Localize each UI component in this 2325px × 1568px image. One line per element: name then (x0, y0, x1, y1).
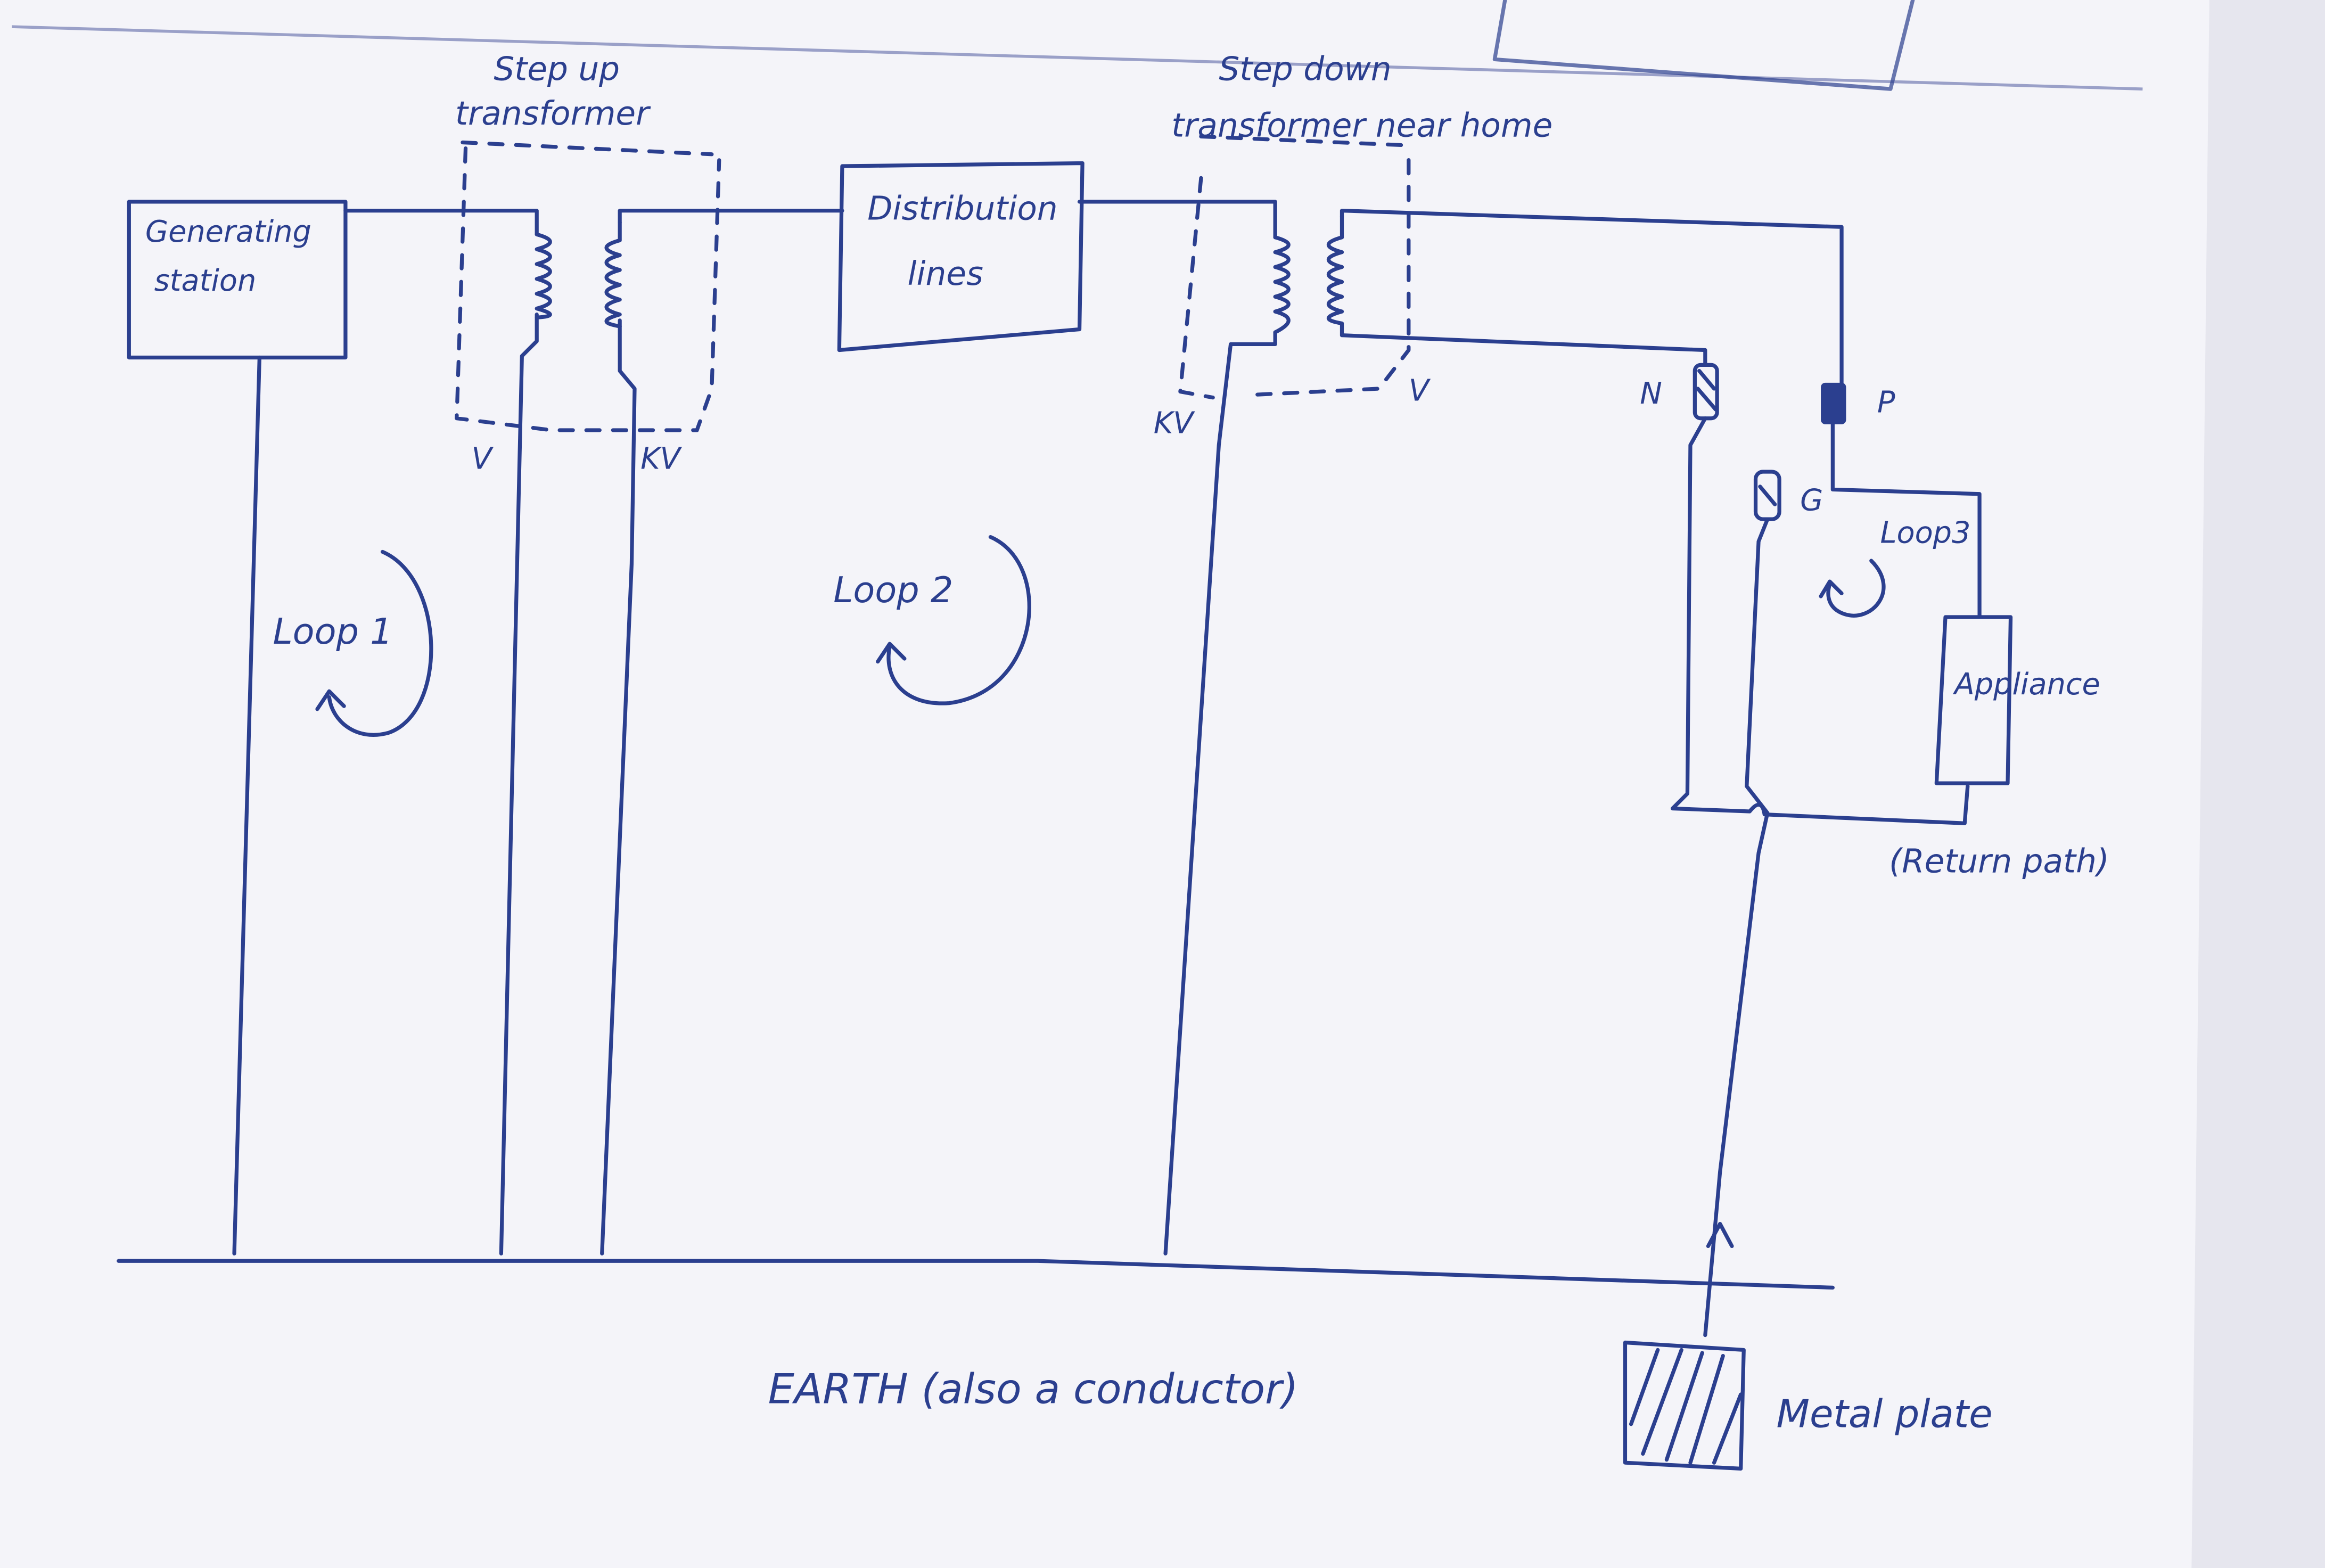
loop-2-arrow (886, 535, 1031, 705)
step-down-primary-coil (1273, 235, 1291, 334)
appliance: Appliance (Return path) (1889, 615, 2109, 880)
wire-distribution-to-stepdown (1077, 200, 1277, 240)
loop-2-label: Loop 2 (833, 569, 953, 611)
wire-stepup-to-distribution (618, 209, 844, 225)
loop-2-arrowhead (876, 642, 907, 664)
ground-terminal (1753, 470, 1781, 521)
return-path-wire (1670, 416, 1970, 825)
step-up-label-1: Step up (494, 50, 620, 88)
wire-stepdown-primary-to-earth (1163, 330, 1277, 1255)
step-down-transformer: Step down transformer near home KV V (1154, 50, 1552, 440)
metal-plate-hatch (1629, 1348, 1743, 1465)
loop-3-label: Loop3 (1880, 516, 1970, 551)
earth-line (117, 1259, 1835, 1290)
phase-to-appliance-wire (1830, 422, 1982, 618)
appliance-label: Appliance (1953, 667, 2100, 702)
wire-stepup-secondary-to-earth (600, 318, 637, 1255)
loop-3-arrowhead (1819, 579, 1844, 598)
ground-wire (1703, 517, 1770, 1337)
step-up-secondary-coil (604, 220, 622, 329)
step-down-primary-voltage: KV (1154, 406, 1196, 441)
neutral-label: N (1640, 376, 1662, 411)
generating-station-box (127, 200, 348, 360)
step-up-label-2: transformer (455, 95, 651, 133)
loop-1-label: Loop 1 (273, 611, 392, 652)
step-up-primary-voltage: V (472, 441, 494, 476)
page-rule-line (12, 25, 2143, 91)
neutral-terminal-hatch (1696, 368, 1718, 412)
distribution-lines: Distribution lines (837, 161, 1085, 352)
step-up-transformer: Step up transformer V KV (455, 50, 721, 476)
notebook-page (0, 0, 2209, 1568)
generating-station-label-1: Generating (145, 215, 311, 249)
earth-label: EARTH (also a conductor) (768, 1366, 1299, 1414)
generating-station: Generating station (127, 200, 348, 360)
loop-2-wiring (600, 200, 1277, 1255)
generating-station-label-2: station (154, 264, 257, 298)
loop-1-arrow (327, 549, 433, 737)
step-up-dashed-outline (455, 140, 721, 432)
neutral-wire (1340, 333, 1707, 367)
metal-plate: Metal plate (1623, 1340, 1993, 1471)
loop-1-arrowhead (315, 689, 346, 711)
step-up-primary-coil (535, 232, 552, 319)
return-path-label: (Return path) (1889, 842, 2109, 880)
distribution-lines-label-1: Distribution (867, 190, 1057, 227)
step-down-secondary-coil (1327, 215, 1344, 338)
phase-wire (1340, 209, 1844, 385)
phase-terminal (1821, 382, 1846, 424)
step-down-dashed-outline (1178, 134, 1411, 400)
loop-annotations: Loop 1 Loop 2 Loop3 (273, 516, 1970, 737)
appliance-box (1934, 615, 2013, 785)
step-down-label-2: transformer near home (1171, 106, 1552, 144)
step-down-secondary-voltage: V (1409, 373, 1431, 408)
distribution-lines-label-2: lines (907, 255, 983, 293)
loop-3-arrow (1826, 559, 1886, 618)
wire-stepup-primary-to-earth (499, 313, 539, 1255)
bleed-through-sketch (1492, 0, 1915, 91)
earth: EARTH (also a conductor) (117, 1259, 1835, 1414)
wire-station-to-earth (232, 355, 262, 1255)
neutral-terminal (1693, 363, 1719, 421)
wire-station-to-stepup (343, 209, 539, 236)
metal-plate-label: Metal plate (1777, 1392, 1993, 1436)
step-down-label-1: Step down (1219, 50, 1391, 88)
step-up-secondary-voltage: KV (640, 441, 683, 476)
socket-terminals: N P G (1640, 363, 1895, 521)
phase-label: P (1877, 385, 1895, 420)
ground-label: G (1800, 483, 1823, 518)
home-wiring (1340, 209, 1982, 1337)
loop-1-wiring (232, 209, 539, 1255)
metal-plate-box (1623, 1340, 1746, 1471)
distribution-lines-box (837, 161, 1085, 352)
ground-terminal-hatch (1758, 485, 1777, 506)
ground-current-arrow (1706, 1221, 1734, 1249)
